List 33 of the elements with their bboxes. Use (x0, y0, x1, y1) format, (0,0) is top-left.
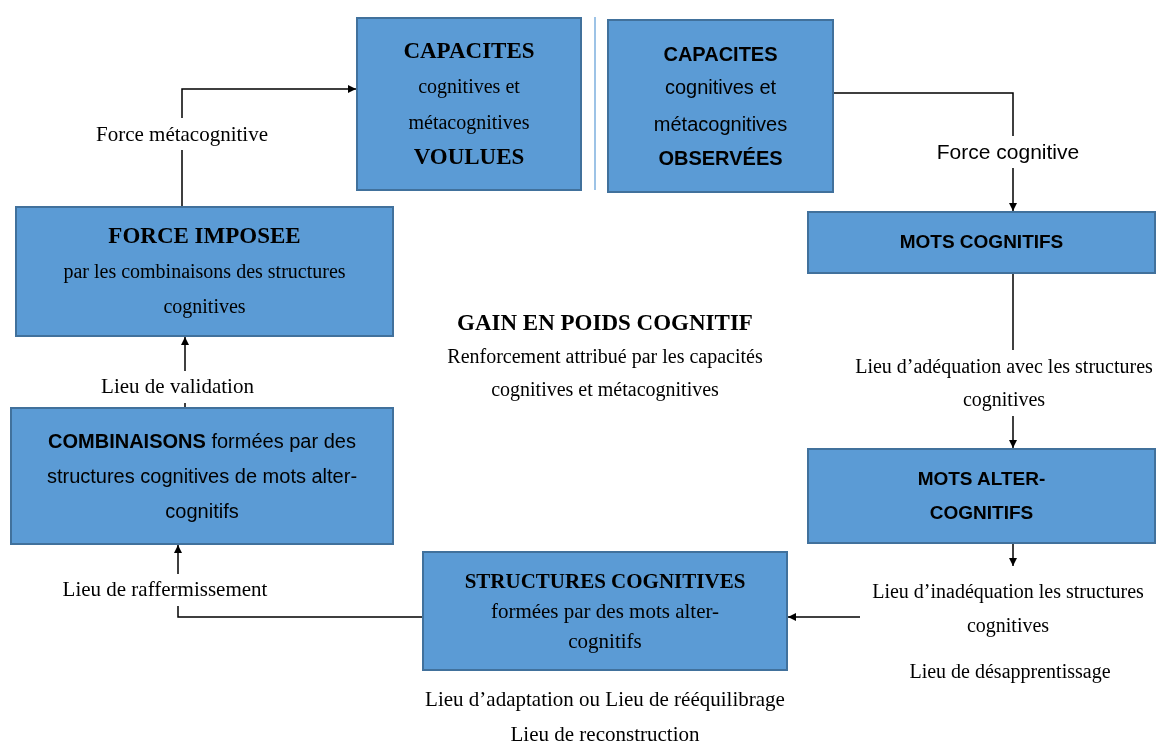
box-text: cognitives et métacognitives (407, 74, 531, 136)
caption-text: Lieu d’adaptation ou Lieu de rééquilibrage (424, 686, 786, 713)
note-text: Lieu de désapprentissage (908, 659, 1112, 685)
edge-label: Force métacognitive (96, 118, 268, 150)
process-box (15, 206, 394, 337)
arrow (181, 85, 357, 207)
box-text: cognitives et métacognitives (652, 75, 789, 137)
box-text: par les combinaisons des structures cognitives (62, 258, 347, 320)
process-box (356, 17, 582, 191)
edge-label: Lieu de validation (101, 371, 254, 403)
arrow (833, 92, 1017, 212)
edge-label: Force cognitive (936, 136, 1080, 168)
process-box (607, 19, 834, 193)
arrow (787, 613, 861, 621)
arrow (1009, 543, 1017, 567)
note-text: Renforcement attribué par les capacités cognitives et métacognitives (446, 344, 764, 403)
arrow (174, 544, 423, 618)
box-text: MOTS ALTER-COGNITIFS (916, 467, 1047, 525)
process-box (10, 407, 394, 545)
edge-label: Lieu de raffermissement (62, 574, 268, 606)
box-text: STRUCTURES COGNITIVES formées par des mots alter-cognitifs (463, 568, 747, 655)
box-text: COMBINAISONS formées par des structures cognitives de mots alter-cognitifs (45, 428, 359, 524)
box-text: CAPACITES (403, 36, 535, 65)
box-text: CAPACITES (663, 42, 778, 67)
heading-text: GAIN EN POIDS COGNITIF (456, 309, 754, 337)
box-text: MOTS COGNITIFS (899, 230, 1064, 255)
box-text: VOULUES (413, 143, 525, 171)
box-text: OBSERVÉES (658, 146, 783, 171)
caption-text: Lieu de reconstruction (509, 721, 701, 745)
process-box (807, 211, 1156, 274)
process-box (807, 448, 1156, 544)
process-box (422, 551, 788, 671)
box-text: FORCE IMPOSEE (108, 222, 301, 251)
